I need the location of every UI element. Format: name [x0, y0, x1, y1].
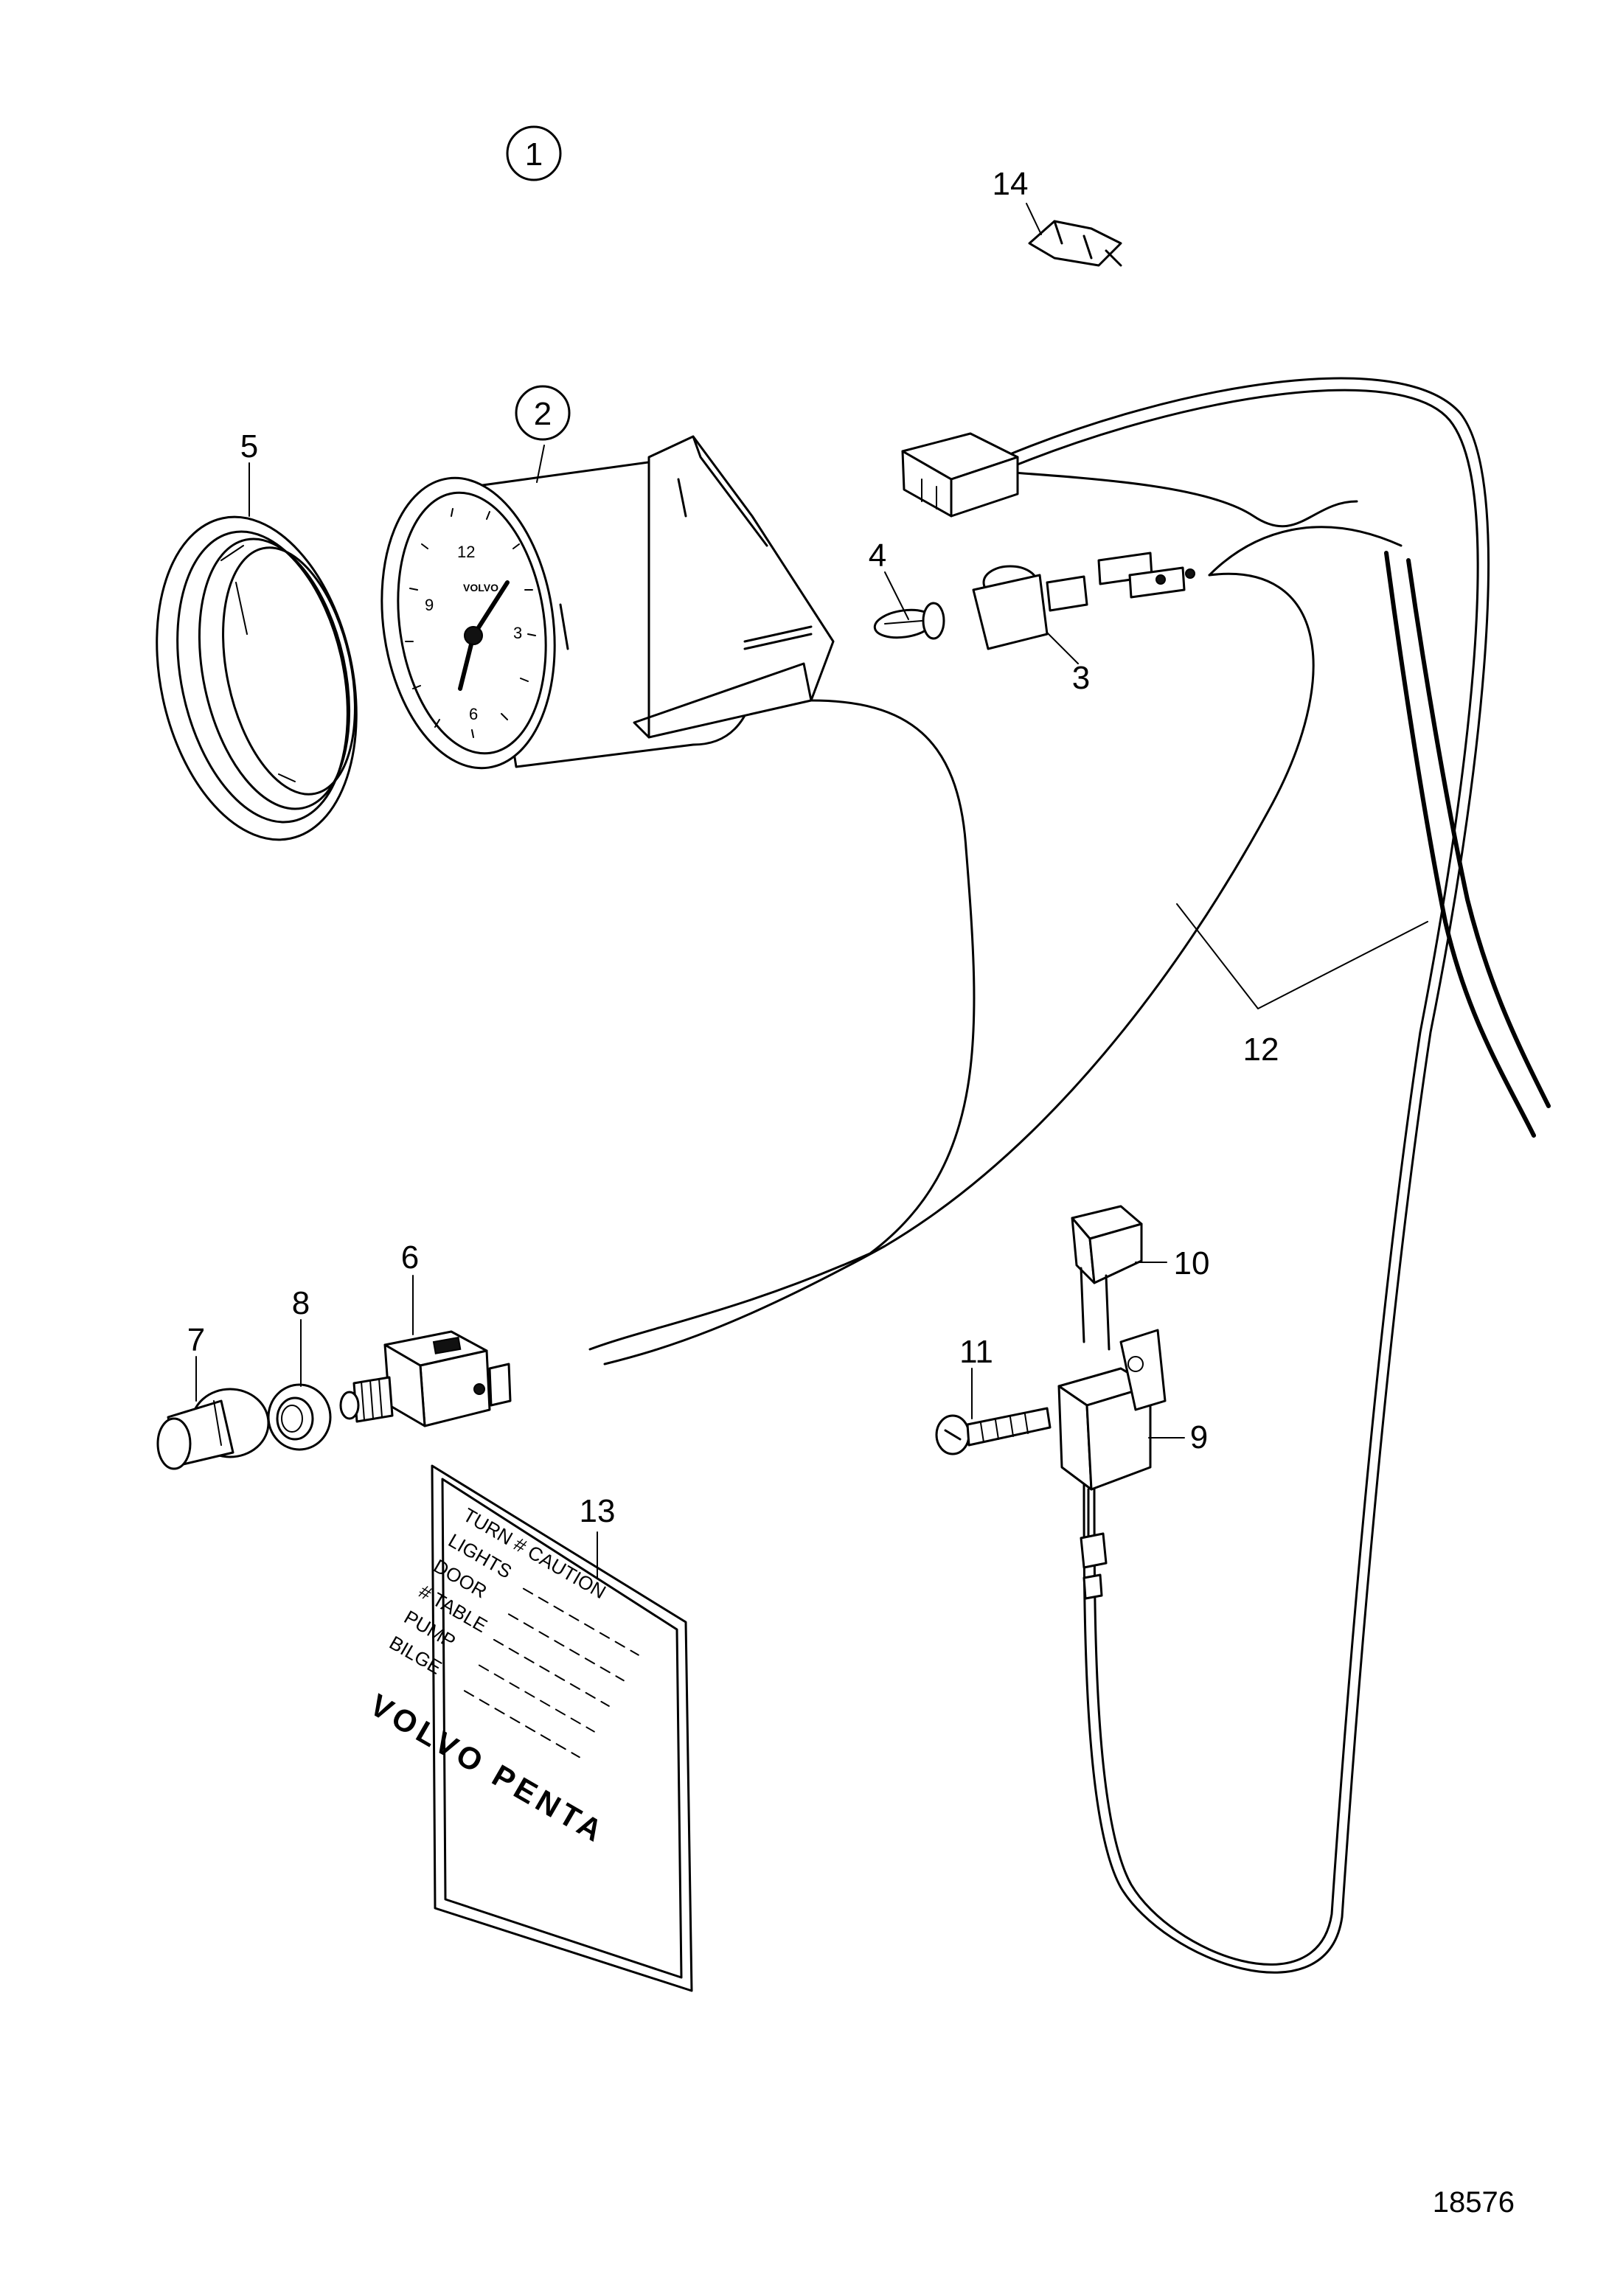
switch-body	[1057, 1329, 1167, 1491]
clock-gauge: 12 3 6 9 VOLVO	[380, 435, 835, 770]
wiring-harness	[588, 377, 1551, 1974]
callout-14: 14	[993, 166, 1029, 202]
multi-pin-connector	[901, 432, 1019, 518]
callout-7: 7	[187, 1322, 205, 1358]
callout-12: 12	[1243, 1032, 1279, 1068]
callout-1: 1	[525, 136, 543, 173]
callout-6: 6	[401, 1239, 419, 1276]
clock-brand-mark: VOLVO	[463, 582, 498, 594]
clock-numeral-9: 9	[425, 596, 434, 614]
small-plug	[1080, 1532, 1108, 1600]
callout-2: 2	[534, 396, 552, 432]
callout-13: 13	[580, 1493, 616, 1529]
screw	[935, 1407, 1052, 1455]
callout-5: 5	[240, 428, 258, 465]
bezel-ring	[156, 515, 358, 841]
callout-10: 10	[1174, 1245, 1210, 1281]
clock-numeral-12: 12	[457, 543, 475, 561]
clock-numeral-6: 6	[469, 705, 478, 723]
callout-circle-1	[506, 125, 562, 181]
nut	[267, 1383, 332, 1451]
clock-dial-ticks	[405, 508, 536, 738]
callouts: 1 2 3 4 5 6 7 8 9 10 11 12 13 14	[187, 125, 1279, 1529]
drawing-number: 18576	[1433, 2186, 1515, 2219]
callout-9: 9	[1190, 1419, 1208, 1455]
caution-decal: TURN # CAUTION LIGHTS DOOR # TABLE PUMP …	[364, 1464, 693, 1992]
callout-4: 4	[869, 538, 886, 574]
push-switch	[339, 1330, 512, 1427]
fuse-holder	[1071, 1205, 1143, 1351]
callout-8: 8	[292, 1285, 310, 1321]
bulb-holder	[972, 552, 1195, 650]
callout-circle-2	[515, 385, 571, 441]
callout-3: 3	[1072, 660, 1090, 696]
callout-11: 11	[959, 1334, 993, 1370]
leader-lines	[195, 203, 1428, 1579]
knob-cap	[156, 1388, 270, 1470]
bulb	[873, 602, 945, 640]
clip-part	[1028, 220, 1122, 267]
clock-numeral-3: 3	[513, 624, 522, 642]
